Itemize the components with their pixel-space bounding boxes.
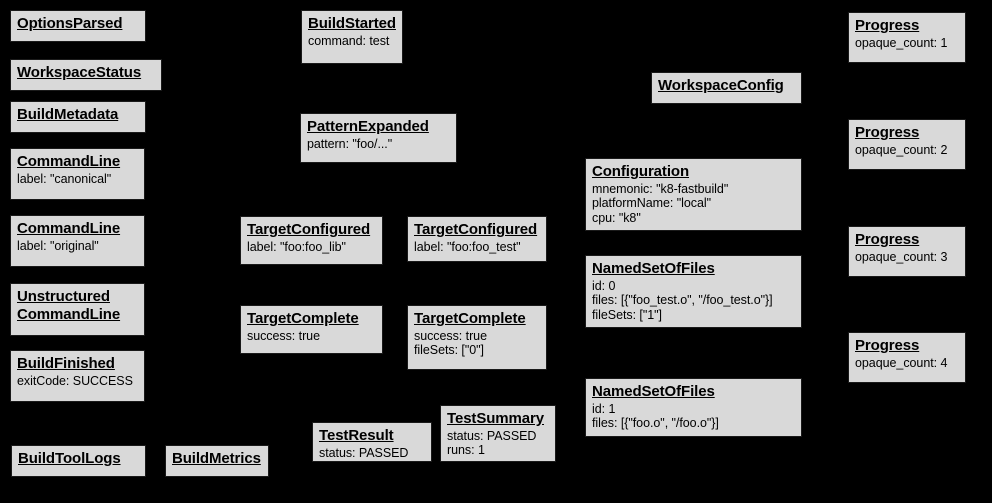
event-node-title: WorkspaceConfig: [658, 77, 784, 94]
event-node-title: BuildToolLogs: [18, 450, 121, 467]
event-node-attributes: pattern: "foo/...": [307, 137, 450, 152]
event-node-attribute: status: PASSED: [319, 445, 409, 460]
event-node-title: BuildStarted: [308, 15, 396, 32]
event-node-title: NamedSetOfFiles: [592, 260, 715, 277]
event-node-workspace-config[interactable]: WorkspaceConfig: [651, 72, 802, 104]
event-node-attributes: label: "foo:foo_lib": [247, 240, 376, 255]
event-node-title: TargetConfigured: [414, 221, 538, 238]
event-node-title: Progress: [855, 231, 920, 248]
event-node-attribute: opaque_count: 3: [855, 249, 948, 264]
event-node-title: WorkspaceStatus: [17, 64, 142, 81]
event-node-attributes: opaque_count: 4: [855, 356, 959, 371]
event-node-attributes: status: PASSED: [319, 446, 425, 461]
event-node-attribute: label: "original": [17, 238, 99, 253]
event-node-title: TargetComplete: [247, 310, 359, 327]
event-node-attribute: fileSets: ["1"]: [592, 308, 662, 323]
event-node-attributes: success: true: [247, 329, 376, 344]
event-node-attribute: success: true: [247, 328, 320, 343]
event-node-attribute: opaque_count: 1: [855, 35, 948, 50]
event-node-title: CommandLine: [17, 153, 121, 170]
event-node-attribute: label: "canonical": [17, 171, 112, 186]
event-node-attributes: command: test: [308, 34, 396, 49]
event-node-attribute: id: 0: [592, 278, 616, 293]
event-node-build-metrics[interactable]: BuildMetrics: [165, 445, 269, 477]
event-node-attributes: opaque_count: 1: [855, 36, 959, 51]
event-node-attributes: opaque_count: 2: [855, 143, 959, 158]
event-node-attribute: opaque_count: 4: [855, 355, 948, 370]
event-node-attribute: label: "foo:foo_test": [414, 239, 521, 254]
event-node-attributes: exitCode: SUCCESS: [17, 374, 138, 389]
event-node-title: Configuration: [592, 163, 690, 180]
event-node-attribute: label: "foo:foo_lib": [247, 239, 346, 254]
event-node-title: BuildFinished: [17, 355, 115, 372]
event-node-attribute: exitCode: SUCCESS: [17, 373, 133, 388]
event-node-title: Progress: [855, 17, 920, 34]
event-node-attributes: mnemonic: "k8-fastbuild"platformName: "l…: [592, 182, 795, 226]
event-node-title: Unstructured CommandLine: [17, 288, 121, 323]
event-node-title: NamedSetOfFiles: [592, 383, 715, 400]
event-node-attribute: pattern: "foo/...": [307, 136, 393, 151]
event-node-title: TargetComplete: [414, 310, 526, 327]
event-node-attribute: files: [{"foo.o", "/foo.o"}]: [592, 416, 719, 431]
event-node-attributes: label: "foo:foo_test": [414, 240, 540, 255]
event-node-title: TargetConfigured: [247, 221, 371, 238]
event-node-attribute: cpu: "k8": [592, 211, 641, 226]
event-node-title: OptionsParsed: [17, 15, 123, 32]
event-node-attribute: mnemonic: "k8-fastbuild": [592, 181, 729, 196]
event-node-attribute: opaque_count: 2: [855, 142, 948, 157]
event-node-title: Progress: [855, 124, 920, 141]
event-node-attribute: platformName: "local": [592, 196, 711, 211]
event-node-workspace-status[interactable]: WorkspaceStatus: [10, 59, 162, 91]
event-node-build-tool-logs[interactable]: BuildToolLogs: [11, 445, 146, 477]
event-node-attribute: id: 1: [592, 401, 616, 416]
event-node-title: TestSummary: [447, 410, 544, 427]
event-node-title: BuildMetadata: [17, 106, 119, 123]
event-node-attributes: label: "canonical": [17, 172, 138, 187]
event-node-attribute: status: PASSED: [447, 428, 537, 443]
event-node-title: BuildMetrics: [172, 450, 261, 467]
event-node-attributes: label: "original": [17, 239, 138, 254]
event-node-attribute: success: true: [414, 328, 487, 343]
event-node-attribute: runs: 1: [447, 443, 485, 458]
event-node-unstructured-command-line[interactable]: Unstructured CommandLine: [10, 283, 145, 336]
event-node-attribute: fileSets: ["0"]: [414, 343, 484, 358]
event-node-attribute: command: test: [308, 33, 390, 48]
event-node-title: TestResult: [319, 427, 394, 444]
event-node-build-metadata[interactable]: BuildMetadata: [10, 101, 146, 133]
event-node-attributes: opaque_count: 3: [855, 250, 959, 265]
event-node-options-parsed[interactable]: OptionsParsed: [10, 10, 146, 42]
event-node-attribute: files: [{"foo_test.o", "/foo_test.o"}]: [592, 293, 773, 308]
event-node-title: PatternExpanded: [307, 118, 429, 135]
event-node-title: Progress: [855, 337, 920, 354]
event-node-title: CommandLine: [17, 220, 121, 237]
